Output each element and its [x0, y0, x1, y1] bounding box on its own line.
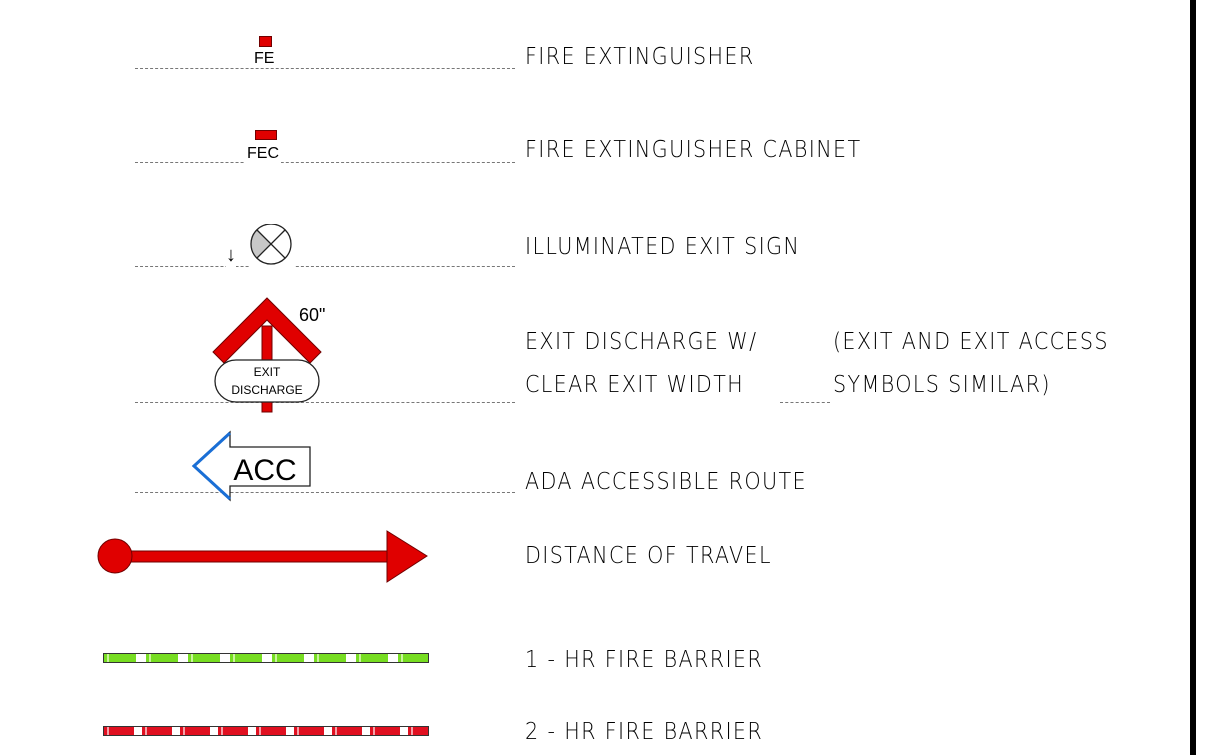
- exit-width-dimension: 60": [299, 305, 325, 325]
- fire-extinguisher-cabinet-label: FIRE EXTINGUISHER CABINET: [525, 137, 862, 163]
- exit-discharge-symbol-text-2: DISCHARGE: [231, 383, 302, 397]
- leader-line: [135, 162, 515, 163]
- ada-accessible-route-label: ADA ACCESSIBLE ROUTE: [525, 469, 807, 495]
- exit-discharge-symbol-text-1: EXIT: [254, 365, 281, 379]
- leader-line: [135, 402, 515, 403]
- fire-extinguisher-symbol-text: FE: [252, 50, 277, 68]
- leader-line: [135, 492, 515, 493]
- ada-symbol-text: ACC: [233, 454, 296, 487]
- fire-extinguisher-icon: [259, 36, 272, 47]
- fire-extinguisher-label: FIRE EXTINGUISHER: [525, 44, 755, 70]
- exit-discharge-label-line2: CLEAR EXIT WIDTH: [525, 372, 748, 398]
- distance-of-travel-arrow-icon: [97, 530, 428, 583]
- one-hr-fire-barrier-line: [103, 653, 429, 663]
- exit-note-line2: SYMBOLS SIMILAR): [833, 372, 1051, 398]
- distance-of-travel-label: DISTANCE OF TRAVEL: [525, 543, 772, 569]
- illuminated-exit-sign-label: ILLUMINATED EXIT SIGN: [525, 234, 801, 260]
- arrow-down-icon: ↓: [226, 244, 236, 267]
- exit-sign-icon: [250, 224, 294, 268]
- exit-discharge-label-line1: EXIT DISCHARGE W/: [525, 329, 758, 355]
- ada-arrow-icon: ACC: [191, 430, 311, 502]
- one-hr-fire-barrier-label: 1 - HR FIRE BARRIER: [525, 647, 764, 673]
- leader-line: [780, 402, 830, 403]
- two-hr-fire-barrier-label: 2 - HR FIRE BARRIER: [525, 719, 764, 745]
- exit-note-line1: (EXIT AND EXIT ACCESS: [833, 329, 1109, 355]
- sheet-border: [1190, 0, 1196, 755]
- exit-discharge-icon: EXIT DISCHARGE 60": [212, 297, 325, 413]
- leader-line: [135, 68, 515, 69]
- fire-extinguisher-cabinet-symbol-text: FEC: [245, 145, 281, 163]
- two-hr-fire-barrier-line: [103, 726, 429, 736]
- fire-extinguisher-cabinet-icon: [255, 130, 277, 140]
- leader-line: [135, 266, 515, 267]
